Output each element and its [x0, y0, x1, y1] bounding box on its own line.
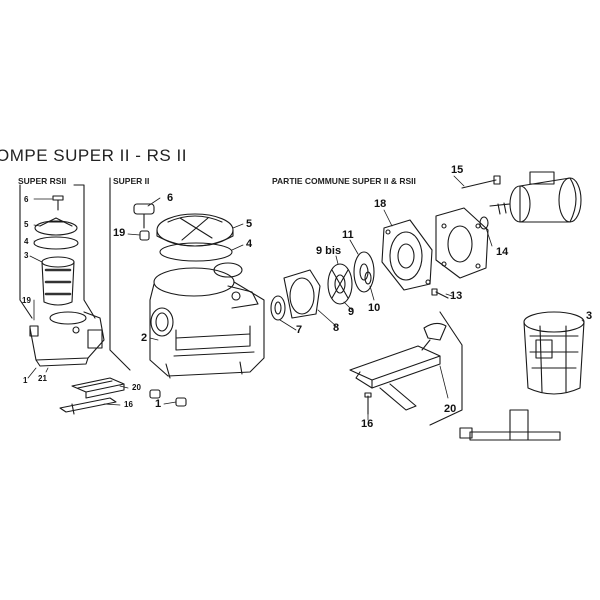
- rsii-leaders: [27, 198, 129, 406]
- base-20: [349, 322, 447, 411]
- callout-super2-2: 2: [141, 332, 148, 344]
- section-label-super-ii: SUPER II: [113, 176, 150, 186]
- super2-lid-knob: [133, 203, 155, 229]
- basket-3: [523, 311, 585, 395]
- shaft-seal-14: [479, 216, 489, 230]
- callout-rsii-5: 5: [24, 220, 29, 229]
- super2-lid: [156, 213, 234, 247]
- ring-10: [364, 271, 372, 285]
- screw-13: [431, 288, 449, 299]
- callout-super2-1: 1: [155, 398, 162, 410]
- callout-common-14: 14: [496, 246, 509, 258]
- callout-super2-19: 19: [113, 227, 126, 239]
- callout-super2-6: 6: [167, 192, 174, 204]
- section-label-common: PARTIE COMMUNE SUPER II & RSII: [272, 176, 416, 186]
- callout-common-16: 16: [361, 418, 374, 430]
- callout-common-10: 10: [368, 302, 381, 314]
- section-frame-rsii: [19, 184, 96, 319]
- bolt-16: [364, 392, 372, 415]
- callout-common-11: 11: [342, 229, 354, 241]
- callout-rsii-21: 21: [38, 374, 47, 383]
- motor: [489, 171, 582, 223]
- rsii-screw: [52, 195, 64, 211]
- rsii-basket: [41, 256, 75, 306]
- section-frame-base: [429, 311, 463, 426]
- callout-rsii-3: 3: [24, 251, 29, 260]
- callout-rsii-4: 4: [24, 237, 29, 246]
- callout-super2-4: 4: [246, 238, 253, 250]
- rsii-foot: [59, 397, 117, 415]
- rsii-oring: [33, 236, 79, 250]
- callout-rsii-19: 19: [22, 296, 31, 305]
- section-frame-super2: [109, 177, 131, 371]
- rsii-pump-body: [29, 311, 105, 367]
- long-bolt-15: [461, 175, 501, 189]
- rsii-base: [71, 377, 125, 399]
- callout-common-20: 20: [444, 403, 457, 415]
- rsii-lid: [34, 217, 78, 236]
- callout-common-3: 3: [586, 310, 593, 322]
- callout-common-9bis: 9 bis: [316, 245, 342, 257]
- section-label-super-rsii: SUPER RSII: [18, 176, 67, 186]
- common-leaders: [279, 175, 585, 421]
- callout-super2-5: 5: [246, 218, 253, 230]
- callout-rsii-16: 16: [124, 400, 133, 409]
- super2-leaders: [127, 197, 244, 405]
- callout-common-15: 15: [451, 164, 464, 176]
- callout-rsii-1: 1: [23, 376, 28, 385]
- diffuser-plate-18: [381, 219, 433, 291]
- impeller-9: [327, 263, 353, 305]
- super2-pump-body: [149, 262, 265, 379]
- super2-plug-19: [139, 230, 150, 241]
- diffuser-8: [283, 269, 321, 319]
- callout-common-7: 7: [296, 324, 303, 336]
- callout-rsii-20: 20: [132, 383, 141, 392]
- seal-ring-11: [353, 251, 375, 293]
- diagram-title: OMPE SUPER II - RS II: [0, 146, 187, 165]
- callout-rsii-6: 6: [24, 195, 29, 204]
- callout-common-8: 8: [333, 322, 340, 334]
- wear-ring-7: [270, 295, 286, 321]
- motor-flange: [435, 207, 489, 279]
- callout-common-13: 13: [450, 290, 463, 302]
- callout-common-18: 18: [374, 198, 387, 210]
- partial-pump-bottom-right: [459, 409, 561, 441]
- super2-oring: [159, 242, 233, 262]
- callout-common-9: 9: [348, 306, 355, 318]
